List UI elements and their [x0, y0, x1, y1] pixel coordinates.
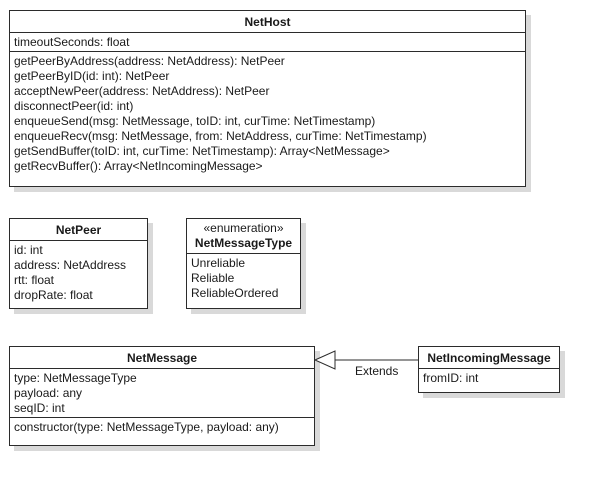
operation: getSendBuffer(toID: int, curTime: NetTim…	[14, 144, 390, 158]
class-netincomingmessage-name: NetIncomingMessage	[427, 351, 551, 365]
attribute: id: int	[14, 243, 43, 257]
attribute: rtt: float	[14, 273, 55, 287]
operation: disconnectPeer(id: int)	[14, 99, 134, 113]
attribute: type: NetMessageType	[14, 371, 137, 385]
class-nethost-name: NetHost	[244, 15, 291, 29]
enum-literal: ReliableOrdered	[191, 286, 279, 300]
class-netmessage[interactable]: NetMessage type: NetMessageType payload:…	[9, 346, 315, 446]
attribute: seqID: int	[14, 401, 65, 415]
class-netpeer-name: NetPeer	[55, 223, 102, 237]
enum-netmessagetype-name: NetMessageType	[194, 236, 293, 250]
enum-stereotype: «enumeration»	[203, 221, 284, 235]
operation: getPeerByID(id: int): NetPeer	[14, 69, 170, 83]
operation: enqueueSend(msg: NetMessage, toID: int, …	[14, 114, 376, 128]
attribute: address: NetAddress	[14, 258, 127, 272]
extends-connector[interactable]	[313, 350, 418, 370]
attribute: fromID: int	[423, 371, 479, 385]
class-netpeer[interactable]: NetPeer id: int address: NetAddress rtt:…	[9, 218, 148, 309]
enum-literal: Unreliable	[191, 256, 246, 270]
class-netpeer-attributes: id: int address: NetAddress rtt: float d…	[10, 241, 147, 304]
operation: enqueueRecv(msg: NetMessage, from: NetAd…	[14, 129, 427, 143]
class-netpeer-header: NetPeer	[10, 219, 147, 241]
enum-literal: Reliable	[191, 271, 235, 285]
extends-label: Extends	[355, 364, 399, 378]
attribute: dropRate: float	[14, 288, 93, 302]
operation: constructor(type: NetMessageType, payloa…	[14, 420, 279, 434]
class-nethost-header: NetHost	[10, 11, 525, 33]
class-netmessage-header: NetMessage	[10, 347, 314, 369]
class-netincomingmessage-header: NetIncomingMessage	[419, 347, 559, 369]
class-nethost-attributes: timeoutSeconds: float	[10, 33, 525, 51]
attribute: payload: any	[14, 386, 83, 400]
class-nethost[interactable]: NetHost timeoutSeconds: float getPeerByA…	[9, 10, 526, 187]
class-netincomingmessage-attributes: fromID: int	[419, 369, 559, 387]
generalization-arrowhead-icon	[313, 350, 336, 370]
operation: acceptNewPeer(address: NetAddress): NetP…	[14, 84, 270, 98]
class-netincomingmessage[interactable]: NetIncomingMessage fromID: int	[418, 346, 560, 393]
operation: getPeerByAddress(address: NetAddress): N…	[14, 54, 285, 68]
class-netmessage-operations: constructor(type: NetMessageType, payloa…	[10, 417, 314, 436]
enum-netmessagetype[interactable]: «enumeration» NetMessageType Unreliable …	[186, 218, 301, 309]
operation: getRecvBuffer(): Array<NetIncomingMessag…	[14, 159, 263, 173]
class-netmessage-attributes: type: NetMessageType payload: any seqID:…	[10, 369, 314, 417]
class-nethost-operations: getPeerByAddress(address: NetAddress): N…	[10, 51, 525, 175]
enum-netmessagetype-literals: Unreliable Reliable ReliableOrdered	[187, 254, 300, 302]
enum-netmessagetype-header: «enumeration» NetMessageType	[187, 219, 300, 254]
class-netmessage-name: NetMessage	[126, 351, 198, 365]
attribute: timeoutSeconds: float	[14, 35, 130, 49]
